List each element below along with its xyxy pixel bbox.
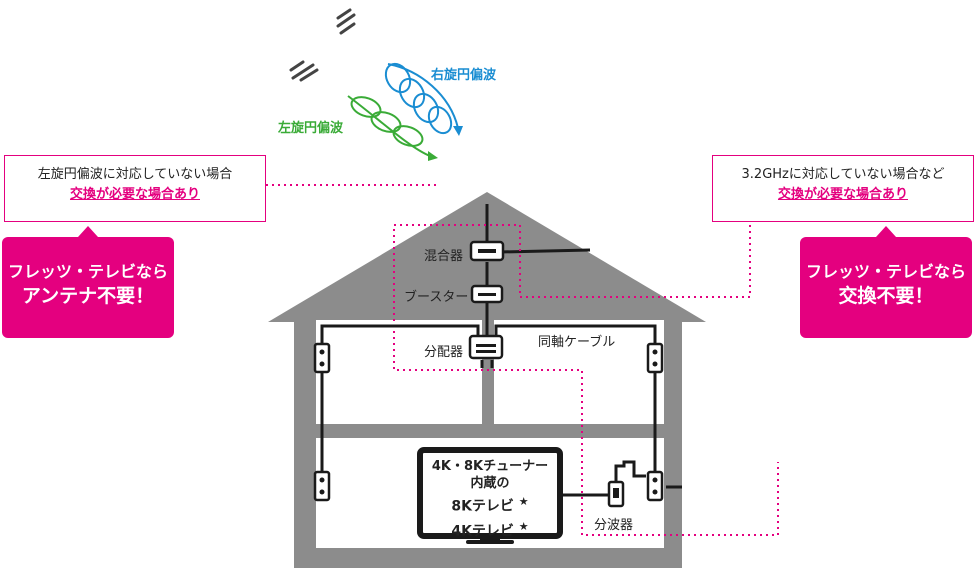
splitter-label: 分波器 (594, 518, 634, 533)
tv-line4-row: 4Kテレビ ★ (424, 517, 556, 542)
right-circular-wave-label: 右旋円偏波 (431, 68, 497, 83)
badge-left: フレッツ・テレビなら アンテナ不要！ (2, 226, 174, 338)
tv-line3-row: 8Kテレビ ★ (424, 492, 556, 517)
tv-line3: 8Kテレビ (451, 498, 514, 515)
booster-device (470, 284, 504, 304)
badge-right: フレッツ・テレビなら 交換不要！ (800, 226, 972, 338)
antenna-feed (499, 248, 591, 254)
room-upper-right (494, 320, 664, 424)
callout-left-line1: 左旋円偏波に対応していない場合 (37, 167, 233, 182)
tv-line2: 内蔵の (470, 476, 510, 491)
mixer-device (469, 240, 505, 262)
left-circular-wave-icon (347, 95, 438, 161)
callout-right-line1: 3.2GHzに対応していない場合など (741, 167, 945, 182)
tv-line4: 4Kテレビ (451, 523, 514, 540)
callout-right-line2: 交換が必要な場合あり (777, 187, 908, 202)
coax-cables (320, 262, 682, 497)
right-circular-wave-icon (384, 62, 463, 136)
room-upper-left (316, 320, 482, 424)
callout-right: 3.2GHzに対応していない場合など 交換が必要な場合あり (712, 155, 974, 222)
wall-outlet-upper-right (646, 342, 664, 374)
callout-left: 左旋円偏波に対応していない場合 交換が必要な場合あり (4, 155, 266, 222)
booster-label: ブースター (404, 290, 469, 305)
distributor-device (468, 334, 504, 360)
badge-left-line1: フレッツ・テレビなら (7, 262, 168, 281)
television-icon (417, 447, 563, 544)
wall-outlet-lower-left (313, 470, 331, 502)
coax-cable-label: 同軸ケーブル (538, 335, 616, 350)
splitter-device (607, 480, 625, 508)
distributor-label: 分配器 (424, 345, 464, 360)
callout-left-line2: 交換が必要な場合あり (69, 187, 200, 202)
left-circular-wave-label: 左旋円偏波 (278, 121, 344, 136)
wall-outlet-upper-left (313, 342, 331, 374)
badge-right-line1: フレッツ・テレビなら (805, 262, 966, 281)
wall-outlet-lower-right (646, 470, 664, 502)
tv-line1: 4K・8Kチューナー (431, 459, 549, 474)
leader-lines (266, 184, 779, 536)
tv-label: 4K・8Kチューナー 内蔵の 8Kテレビ ★ 4Kテレビ ★ (424, 458, 556, 541)
satellite-signal-icon (289, 8, 356, 82)
star-icon: ★ (518, 519, 529, 533)
mixer-label: 混合器 (424, 249, 464, 264)
badge-right-line2: 交換不要！ (838, 285, 934, 307)
badge-left-line2: アンテナ不要！ (21, 285, 155, 307)
star-icon: ★ (518, 495, 529, 508)
